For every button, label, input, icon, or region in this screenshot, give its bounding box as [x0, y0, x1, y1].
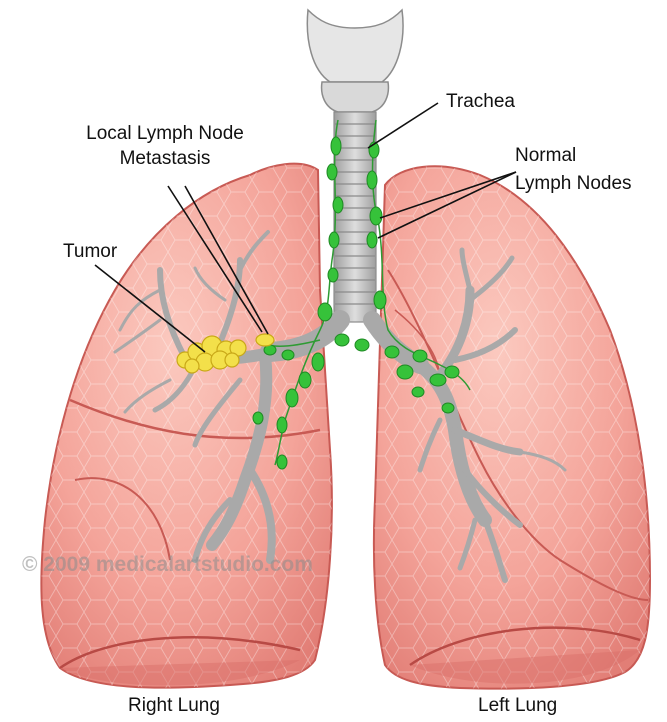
lymph-node [355, 339, 369, 351]
left-lung [374, 166, 650, 688]
lymph-node [331, 137, 341, 155]
lymph-node [318, 303, 332, 321]
label-tumor: Tumor [63, 240, 117, 263]
lymph-node [277, 417, 287, 433]
lymph-node [367, 171, 377, 189]
lymph-node [282, 350, 294, 360]
label-right-lung: Right Lung [128, 694, 220, 717]
label-trachea: Trachea [446, 90, 515, 113]
lymph-node [333, 197, 343, 213]
label-local-lymph-node: Local Lymph Node [55, 122, 275, 145]
label-metastasis: Metastasis [55, 147, 275, 170]
label-lymph-nodes: Lymph Nodes [515, 172, 632, 195]
larynx [307, 10, 403, 112]
label-normal: Normal [515, 144, 576, 167]
lymph-node [335, 334, 349, 346]
lymph-node [370, 207, 382, 225]
lymph-node [385, 346, 399, 358]
lymph-node [442, 403, 454, 413]
lymph-node [253, 412, 263, 424]
lymph-node [286, 389, 298, 407]
lymph-node [412, 387, 424, 397]
lymph-node [328, 268, 338, 282]
lymph-node [329, 232, 339, 248]
lymph-node-metastasis [256, 334, 274, 346]
lymph-node [397, 365, 413, 379]
lymph-node [277, 455, 287, 469]
lymph-node [312, 353, 324, 371]
watermark: © 2009 medicalartstudio.com [22, 553, 313, 577]
lymph-node [445, 366, 459, 378]
lymph-node [327, 164, 337, 180]
lymph-node [367, 232, 377, 248]
lymph-node [430, 374, 446, 386]
lymph-node [299, 372, 311, 388]
label-left-lung: Left Lung [478, 694, 557, 717]
lymph-node [374, 291, 386, 309]
lymph-node [413, 350, 427, 362]
